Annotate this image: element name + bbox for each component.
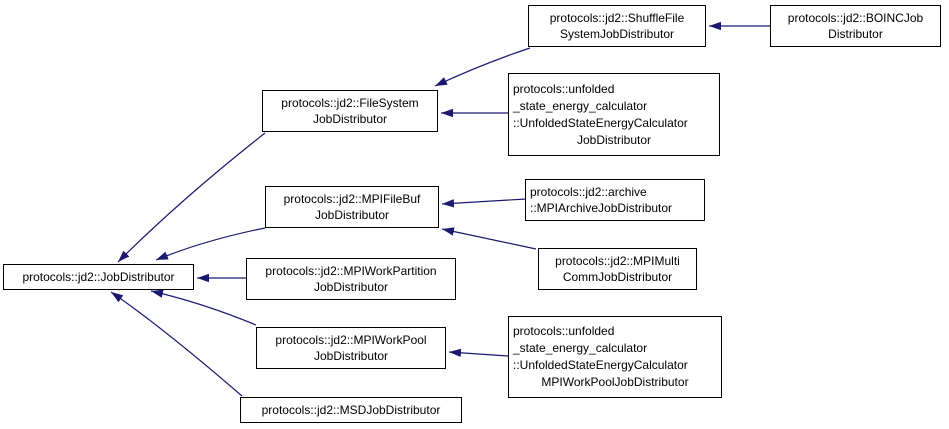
class-name: protocols::jd2::archive	[530, 185, 647, 199]
class-name: protocols::jd2::ShuffleFile	[549, 11, 685, 25]
class-node-filesystem-jobdistributor[interactable]: protocols::jd2::FileSystem JobDistributo…	[262, 90, 438, 132]
class-name: _state_energy_calculator	[513, 341, 648, 355]
class-node-mpifilebuf-jobdistributor[interactable]: protocols::jd2::MPIFileBuf JobDistributo…	[265, 186, 439, 228]
edge-mpiworkpool-to-jobdistributor	[150, 289, 257, 326]
class-node-unfoldedstateenergycalculator-mpiworkpool-jobdistributor[interactable]: protocols::unfolded _state_energy_calcul…	[508, 316, 722, 398]
class-name: JobDistributor	[313, 349, 389, 363]
class-name: JobDistributor	[576, 132, 652, 147]
class-name: protocols::jd2::MPIFileBuf	[283, 192, 421, 206]
class-name: SystemJobDistributor	[559, 27, 675, 41]
class-node-shufflefilesystem-jobdistributor[interactable]: protocols::jd2::ShuffleFile SystemJobDis…	[528, 5, 706, 47]
class-node-boinc-jobdistributor[interactable]: protocols::jd2::BOINCJob Distributor	[770, 5, 941, 47]
class-node-msd-jobdistributor[interactable]: protocols::jd2::MSDJobDistributor	[240, 397, 462, 423]
edge-shufflefile-to-filesystem	[434, 47, 531, 87]
class-name: protocols::jd2::JobDistributor	[22, 270, 175, 284]
class-name: JobDistributor	[312, 112, 388, 126]
class-name: CommJobDistributor	[562, 270, 673, 284]
class-name: protocols::jd2::MPIMulti	[555, 254, 680, 268]
class-name: protocols::unfolded	[513, 324, 615, 338]
class-node-mpimulticomm-jobdistributor[interactable]: protocols::jd2::MPIMulti CommJobDistribu…	[538, 248, 697, 290]
class-name: protocols::unfolded	[513, 81, 615, 96]
class-node-mpiarchive-jobdistributor[interactable]: protocols::jd2::archive ::MPIArchiveJobD…	[525, 179, 705, 221]
class-name: JobDistributor	[313, 280, 389, 294]
edge-mpimulticomm-to-mpifilebuf	[441, 227, 537, 250]
edge-unfoldedwp-to-mpiworkpool	[448, 348, 509, 358]
class-name: ::UnfoldedStateEnergyCalculator	[513, 115, 688, 130]
edge-filesystem-to-jobdistributor	[117, 132, 266, 263]
edge-archive-to-mpifilebuf	[441, 198, 527, 208]
class-name: ::UnfoldedStateEnergyCalculator	[513, 358, 688, 372]
class-name: JobDistributor	[314, 208, 390, 222]
class-name: protocols::jd2::MSDJobDistributor	[261, 403, 441, 417]
class-node-unfoldedstateenergycalculator-jobdistributor[interactable]: protocols::unfolded _state_energy_calcul…	[508, 73, 720, 156]
class-node-jobdistributor[interactable]: protocols::jd2::JobDistributor	[3, 264, 194, 290]
class-name: protocols::jd2::BOINCJob	[787, 11, 924, 25]
class-name: protocols::jd2::MPIWorkPool	[275, 333, 427, 347]
class-name: ::MPIArchiveJobDistributor	[530, 201, 673, 215]
class-name: protocols::jd2::MPIWorkPartition	[265, 264, 437, 278]
edge-mpifilebuf-to-jobdistributor	[155, 227, 266, 261]
class-node-mpiworkpartition-jobdistributor[interactable]: protocols::jd2::MPIWorkPartition JobDist…	[246, 258, 456, 300]
class-name: Distributor	[828, 27, 883, 41]
edge-msd-to-jobdistributor	[110, 291, 243, 397]
class-name: _state_energy_calculator	[513, 98, 648, 113]
class-name: MPIWorkPoolJobDistributor	[541, 375, 689, 389]
class-name: protocols::jd2::FileSystem	[281, 96, 419, 110]
class-node-mpiworkpool-jobdistributor[interactable]: protocols::jd2::MPIWorkPool JobDistribut…	[256, 327, 446, 369]
